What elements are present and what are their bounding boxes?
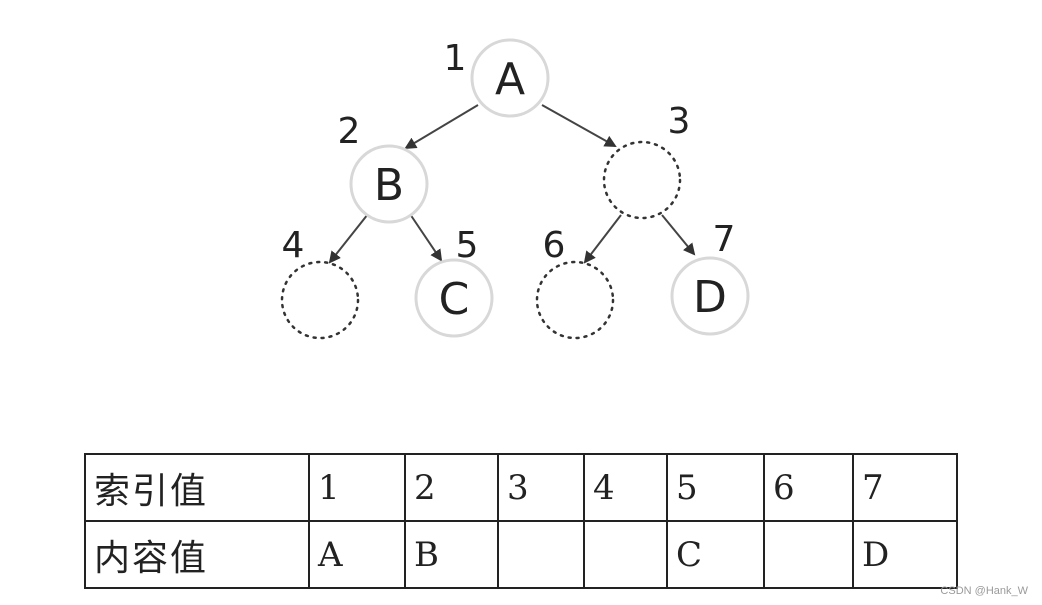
node-6-circle xyxy=(535,260,615,340)
array-storage-table: 索引值 1 2 3 4 5 6 7 内容值 A B C D xyxy=(84,453,958,589)
node-1-label: A xyxy=(495,54,525,105)
content-cell-4 xyxy=(583,520,668,589)
index-label-4: 4 xyxy=(282,225,305,266)
index-label-2: 2 xyxy=(338,111,361,152)
edge-2-5 xyxy=(409,213,443,262)
index-label-5: 5 xyxy=(456,225,479,266)
node-2-label: B xyxy=(374,160,404,211)
content-row-header: 内容值 xyxy=(84,520,310,589)
index-cell-5: 5 xyxy=(666,453,765,522)
content-cell-2: B xyxy=(404,520,499,589)
node-7-circle xyxy=(670,256,750,336)
edge-2-4 xyxy=(328,213,369,264)
content-cell-3 xyxy=(497,520,585,589)
node-5-label: C xyxy=(439,274,470,325)
node-5-circle xyxy=(414,258,494,338)
index-cell-1: 1 xyxy=(308,453,406,522)
content-cell-5: C xyxy=(666,520,765,589)
node-1-circle xyxy=(470,38,550,118)
edge-3-7 xyxy=(661,214,696,256)
content-cell-7: D xyxy=(852,520,958,589)
index-label-3: 3 xyxy=(668,101,691,142)
index-cell-3: 3 xyxy=(497,453,585,522)
index-row-header: 索引值 xyxy=(84,453,310,522)
watermark: CSDN @Hank_W xyxy=(940,585,1028,597)
index-cell-2: 2 xyxy=(404,453,499,522)
index-cell-4: 4 xyxy=(583,453,668,522)
index-label-1: 1 xyxy=(444,38,467,79)
index-cell-7: 7 xyxy=(852,453,958,522)
edge-1-2 xyxy=(404,104,479,150)
node-4-circle xyxy=(280,260,360,340)
index-row: 索引值 1 2 3 4 5 6 7 xyxy=(84,453,958,522)
index-label-7: 7 xyxy=(713,219,736,260)
content-cell-6 xyxy=(763,520,854,589)
index-cell-6: 6 xyxy=(763,453,854,522)
node-3-circle xyxy=(602,140,682,220)
index-label-6: 6 xyxy=(543,225,566,266)
content-cell-1: A xyxy=(308,520,406,589)
edge-1-3 xyxy=(541,104,617,147)
node-2-circle xyxy=(349,144,429,224)
binary-tree-diagram: A B C D 1 2 3 4 5 6 7 xyxy=(280,38,750,340)
content-row: 内容值 A B C D xyxy=(84,520,958,589)
edge-3-6 xyxy=(583,214,622,264)
node-7-label: D xyxy=(693,272,727,323)
